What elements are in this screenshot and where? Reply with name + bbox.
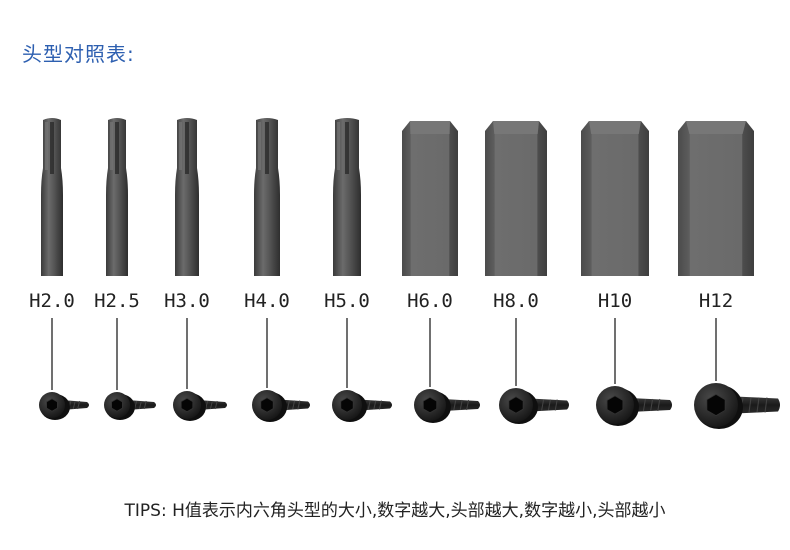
- screw-h2-5: [104, 392, 156, 420]
- size-label-h3-0: H3.0: [164, 290, 210, 312]
- bit-h5-0: [333, 118, 361, 276]
- screw-h3-0: [173, 391, 227, 421]
- screw-h12: [694, 383, 780, 429]
- screw-h10: [596, 386, 672, 426]
- bit-h6-0: [402, 121, 458, 276]
- size-label-h2-0: H2.0: [29, 290, 75, 312]
- bit-h3-0: [175, 118, 199, 276]
- bit-h4-0: [254, 118, 280, 276]
- screw-h8-0: [499, 388, 569, 424]
- page-title: 头型对照表:: [22, 42, 135, 66]
- size-label-h8-0: H8.0: [493, 290, 539, 312]
- tips-text: TIPS: H值表示内六角头型的大小,数字越大,头部越大,数字越小,头部越小: [124, 501, 666, 521]
- screw-h5-0: [332, 390, 392, 422]
- size-label-h10: H10: [597, 290, 633, 312]
- screw-h4-0: [252, 390, 310, 422]
- bit-h8-0: [485, 121, 547, 276]
- size-label-h4-0: H4.0: [244, 290, 290, 312]
- bit-h2-0: [41, 118, 63, 276]
- size-label-h6-0: H6.0: [407, 290, 453, 312]
- screw-h2-0: [39, 392, 89, 420]
- size-label-h2-5: H2.5: [94, 290, 140, 312]
- bit-h12: [678, 121, 754, 276]
- screw-h6-0: [414, 389, 480, 423]
- bit-h10: [581, 121, 649, 276]
- bit-h2-5: [106, 118, 128, 276]
- size-label-h5-0: H5.0: [324, 290, 370, 312]
- size-label-h12: H12: [698, 290, 734, 312]
